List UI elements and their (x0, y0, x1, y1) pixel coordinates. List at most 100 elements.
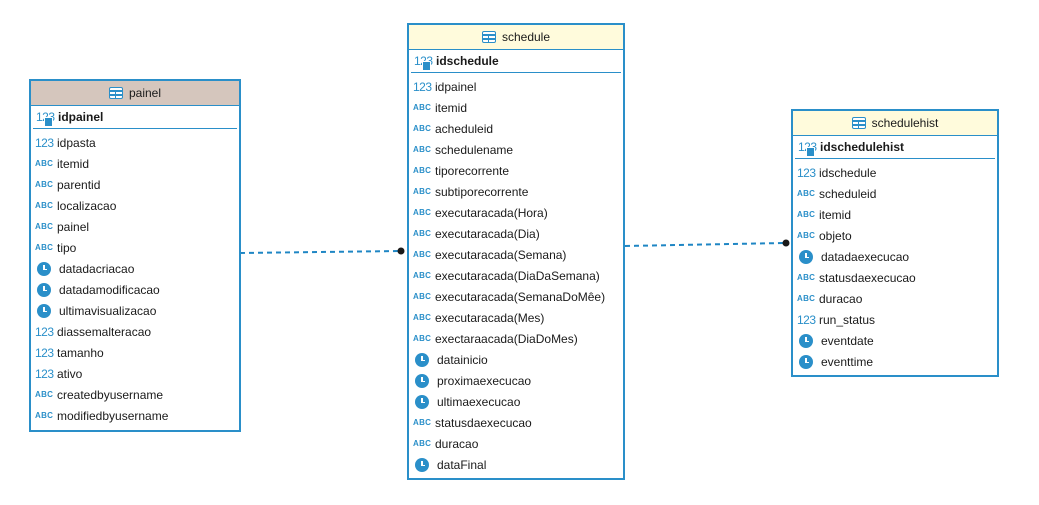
column-row[interactable]: datainicio (409, 349, 623, 370)
datetime-type-icon (415, 457, 429, 472)
text-type-icon: ABC (35, 180, 54, 189)
entity-header[interactable]: schedule (409, 25, 623, 50)
column-name: subtiporecorrente (435, 184, 529, 199)
text-type-icon: ABC (35, 390, 54, 399)
primary-key-name: idschedulehist (820, 140, 905, 154)
primary-key-icon: 123 (798, 140, 818, 157)
column-row[interactable]: ultimavisualizacao (31, 300, 239, 321)
column-name: ativo (57, 366, 83, 381)
column-name: tamanho (57, 345, 104, 360)
column-name: idschedule (819, 165, 877, 180)
datetime-type-icon (415, 373, 429, 388)
datetime-type-icon (415, 352, 429, 367)
text-type-icon: ABC (413, 313, 432, 322)
entity-header[interactable]: painel (31, 81, 239, 106)
column-row[interactable]: dataFinal (409, 454, 623, 475)
entity-title: painel (128, 86, 162, 100)
column-name: diassemalteracao (57, 324, 152, 339)
column-row[interactable]: proximaexecucao (409, 370, 623, 391)
entity-schedule[interactable]: schedule123idschedule123idpainelABCitemi… (407, 23, 625, 480)
text-type-icon: ABC (413, 292, 432, 301)
entity-header[interactable]: schedulehist (793, 111, 997, 136)
column-name: ultimavisualizacao (59, 303, 157, 318)
text-type-icon: ABC (413, 271, 432, 280)
column-name: executaracada(Hora) (435, 205, 548, 220)
column-row[interactable]: eventdate (793, 330, 997, 351)
primary-key-icon: 123 (36, 110, 56, 127)
column-name: proximaexecucao (437, 373, 532, 388)
text-type-icon: ABC (797, 273, 816, 282)
numeric-type-icon: 123 (413, 79, 432, 94)
entity-painel[interactable]: painel123idpainel123idpastaABCitemidABCp… (29, 79, 241, 432)
primary-key-name: idschedule (436, 54, 499, 68)
column-row[interactable]: datadaexecucao (793, 246, 997, 267)
column-row[interactable]: datadacriacao (31, 258, 239, 279)
entity-title: schedulehist (871, 116, 939, 130)
text-type-icon: ABC (413, 124, 432, 133)
numeric-type-icon: 123 (797, 165, 816, 180)
datetime-type-icon (799, 354, 813, 369)
column-name: eventtime (821, 354, 874, 369)
numeric-type-icon: 123 (35, 366, 54, 381)
text-type-icon: ABC (413, 439, 432, 448)
column-name: executaracada(DiaDaSemana) (435, 268, 600, 283)
numeric-type-icon: 123 (35, 345, 54, 360)
column-name: dataFinal (437, 457, 487, 472)
text-type-icon: ABC (413, 166, 432, 175)
text-type-icon: ABC (413, 208, 432, 217)
column-name: eventdate (821, 333, 874, 348)
table-icon (481, 31, 496, 43)
column-row[interactable]: ultimaexecucao (409, 391, 623, 412)
column-name: ultimaexecucao (437, 394, 521, 409)
column-name: executaracada(Semana) (435, 247, 567, 262)
primary-key-row[interactable]: 123idschedulehist (795, 136, 995, 159)
column-row[interactable]: datadamodificacao (31, 279, 239, 300)
column-name: localizacao (57, 198, 117, 213)
column-name: objeto (819, 228, 852, 243)
datetime-type-icon (415, 394, 429, 409)
entity-title: schedule (501, 30, 551, 44)
column-name: painel (57, 219, 90, 234)
column-name: datadaexecucao (821, 249, 910, 264)
entity-schedulehist[interactable]: schedulehist123idschedulehist123idschedu… (791, 109, 999, 377)
column-row[interactable]: eventtime (793, 351, 997, 372)
link-painel-schedule-end (397, 247, 405, 255)
text-type-icon: ABC (35, 222, 54, 231)
